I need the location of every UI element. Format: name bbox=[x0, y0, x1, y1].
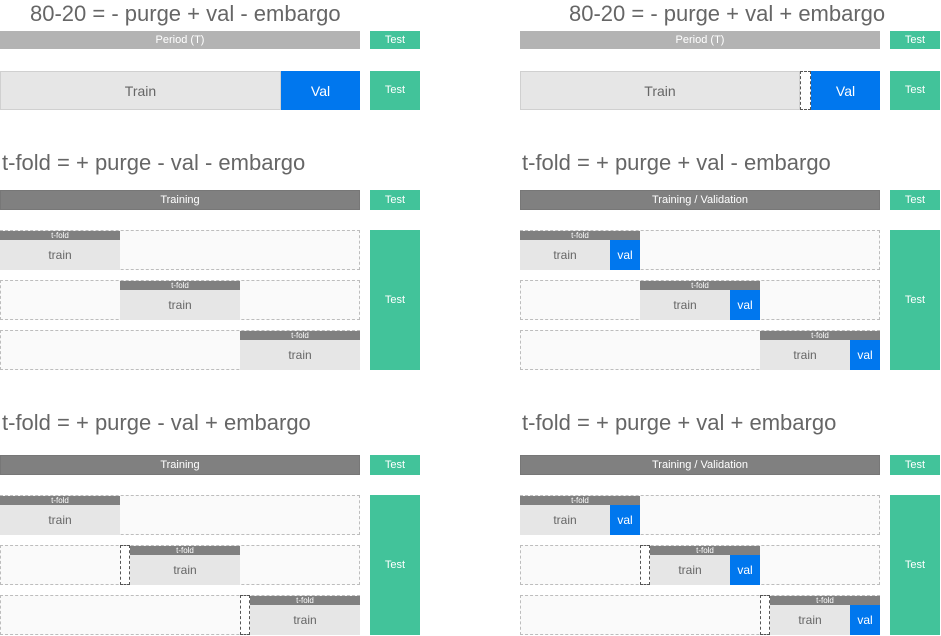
train-block: train bbox=[760, 340, 850, 370]
train-block: train bbox=[240, 340, 360, 370]
training-bar: Training bbox=[0, 455, 360, 475]
train-block: train bbox=[250, 605, 360, 635]
val-block: val bbox=[730, 290, 760, 320]
test-block: Test bbox=[370, 71, 420, 110]
test-block: Test bbox=[370, 495, 420, 635]
fold-label: t-fold bbox=[760, 331, 880, 340]
test-bar: Test bbox=[890, 455, 940, 475]
test-bar: Test bbox=[890, 31, 940, 49]
train-block: train bbox=[520, 505, 610, 535]
training-validation-bar: Training / Validation bbox=[520, 190, 880, 210]
diagram-title-tfold-no-val-embargo: t-fold = + purge - val + embargo bbox=[2, 410, 311, 435]
val-block: val bbox=[610, 505, 640, 535]
diagram-title-80-20-embargo: 80-20 = - purge + val + embargo bbox=[569, 1, 886, 26]
train-block: train bbox=[770, 605, 850, 635]
embargo-gap bbox=[240, 595, 250, 635]
diagram-title-tfold-val-no-embargo: t-fold = + purge + val - embargo bbox=[522, 150, 831, 175]
training-validation-bar: Training / Validation bbox=[520, 455, 880, 475]
fold-label: t-fold bbox=[0, 231, 120, 240]
test-bar: Test bbox=[370, 31, 420, 49]
val-block: Val bbox=[281, 71, 360, 110]
period-bar: Period (T) bbox=[0, 31, 360, 49]
embargo-gap bbox=[640, 545, 650, 585]
fold-label: t-fold bbox=[240, 331, 360, 340]
test-block: Test bbox=[370, 230, 420, 370]
train-block: train bbox=[650, 555, 730, 585]
val-block: val bbox=[850, 340, 880, 370]
test-block: Test bbox=[890, 495, 940, 635]
fold-label: t-fold bbox=[640, 281, 760, 290]
embargo-gap bbox=[800, 71, 811, 110]
diagram-title-tfold-no-val-no-embargo: t-fold = + purge - val - embargo bbox=[2, 150, 306, 175]
embargo-gap bbox=[120, 545, 130, 585]
diagram-title-tfold-val-embargo: t-fold = + purge + val + embargo bbox=[522, 410, 837, 435]
train-block: train bbox=[0, 505, 120, 535]
val-block: val bbox=[610, 240, 640, 270]
period-bar: Period (T) bbox=[520, 31, 880, 49]
diagram-title-80-20-no-embargo: 80-20 = - purge + val - embargo bbox=[30, 1, 341, 26]
train-block: train bbox=[0, 240, 120, 270]
embargo-gap bbox=[760, 595, 770, 635]
test-bar: Test bbox=[370, 455, 420, 475]
val-block: Val bbox=[811, 71, 880, 110]
val-block: val bbox=[850, 605, 880, 635]
train-block: train bbox=[130, 555, 240, 585]
fold-label: t-fold bbox=[520, 231, 640, 240]
fold-label: t-fold bbox=[120, 281, 240, 290]
fold-label: t-fold bbox=[770, 596, 880, 605]
test-block: Test bbox=[890, 71, 940, 110]
fold-label: t-fold bbox=[0, 496, 120, 505]
fold-label: t-fold bbox=[520, 496, 640, 505]
fold-label: t-fold bbox=[130, 546, 240, 555]
fold-label: t-fold bbox=[650, 546, 760, 555]
train-block: train bbox=[520, 240, 610, 270]
test-block: Test bbox=[890, 230, 940, 370]
test-bar: Test bbox=[890, 190, 940, 210]
training-bar: Training bbox=[0, 190, 360, 210]
train-block: Train bbox=[0, 71, 281, 110]
train-block: train bbox=[120, 290, 240, 320]
train-block: Train bbox=[520, 71, 800, 110]
fold-label: t-fold bbox=[250, 596, 360, 605]
test-bar: Test bbox=[370, 190, 420, 210]
train-block: train bbox=[640, 290, 730, 320]
val-block: val bbox=[730, 555, 760, 585]
